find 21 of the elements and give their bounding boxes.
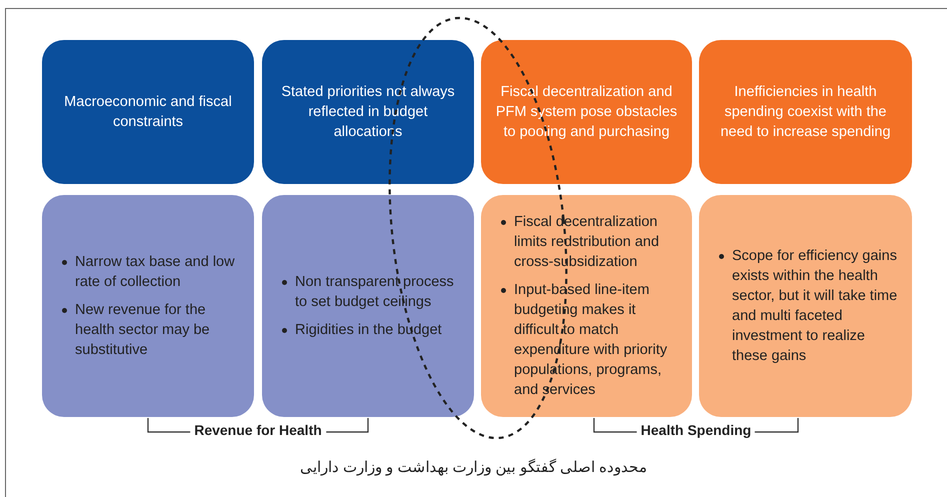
group-label: Health Spending	[636, 422, 756, 438]
bullet-item: Rigidities in the budget	[295, 321, 442, 340]
heading-text: Macroeconomic and fiscal constraints	[63, 93, 233, 132]
bullet-item: Scope for efficiency gains exists within the health sector, but it will take time and multi faceted investment to realize these gains	[732, 247, 898, 366]
bullet-item: Fiscal decentralization limits redstribution and cross-subsidization	[514, 213, 660, 272]
heading-box	[42, 40, 254, 184]
bullet-item: Input-based line-item budgeting makes it difficult to match expenditure with priority populations, programs, and services	[514, 281, 668, 400]
bullet-list-box	[481, 195, 692, 417]
heading-box	[699, 40, 912, 184]
bullet-list-box	[42, 195, 254, 417]
heading-box	[481, 40, 692, 184]
group-label: Revenue for Health	[190, 422, 326, 438]
bullet-list-box	[699, 195, 912, 417]
heading-text: Fiscal decentralization and PFM system pose obstacles to pooling and purchasing	[495, 83, 678, 142]
bullet-item: Narrow tax base and low rate of collection	[75, 253, 236, 292]
bullet-item: Non transparent process to set budget ceilings	[295, 273, 455, 312]
bullet-list-box	[262, 195, 474, 417]
caption: محدوده اصلی گفتگو بین وزارت بهداشت و وزارت دارایی	[298, 458, 648, 476]
heading-text: Inefficiencies in health spending coexist with the need to increase spending	[719, 83, 892, 142]
bullet-item: New revenue for the health sector may be substitutive	[75, 301, 211, 360]
heading-box	[262, 40, 474, 184]
